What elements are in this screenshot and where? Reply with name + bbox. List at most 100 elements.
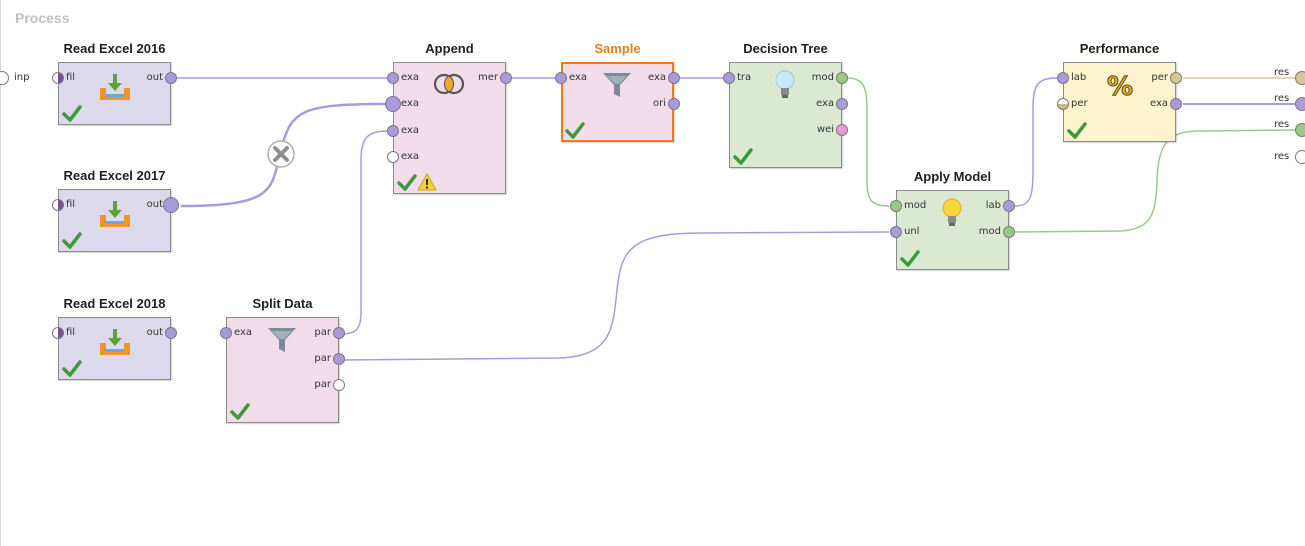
wire-apply-performance — [1014, 77, 1058, 207]
port-label: exa — [815, 98, 834, 109]
checkmark-icon — [230, 403, 250, 420]
port-label: exa — [569, 72, 588, 83]
port-label: tra — [737, 72, 752, 83]
funnel-icon — [603, 73, 631, 97]
operator-sample[interactable]: Sample exa exa ori — [555, 41, 680, 142]
import-arrow-icon — [100, 329, 130, 355]
port-label: out — [146, 327, 163, 338]
operator-apply-model[interactable]: Apply Model mod unl lab mod — [890, 169, 1015, 270]
output-port-mod[interactable] — [1003, 226, 1015, 238]
checkmark-icon — [733, 148, 753, 165]
port-label: lab — [1071, 72, 1087, 83]
output-port-per[interactable] — [1170, 72, 1182, 84]
output-port-wei[interactable] — [836, 124, 848, 136]
input-port-per[interactable] — [1057, 98, 1069, 110]
wire-split-apply — [342, 231, 890, 361]
output-port-mer[interactable] — [500, 72, 512, 84]
output-port-out[interactable] — [163, 197, 179, 213]
operator-title: Append — [425, 41, 474, 56]
output-port-mod[interactable] — [836, 72, 848, 84]
port-label: exa — [1149, 98, 1168, 109]
input-port-fil[interactable] — [52, 199, 64, 211]
operator-title: Read Excel 2017 — [63, 168, 166, 183]
port-label: mod — [904, 200, 927, 211]
input-port-mod[interactable] — [890, 200, 902, 212]
input-port-exa-3[interactable] — [387, 125, 399, 137]
venn-icon — [433, 73, 465, 95]
port-label: fil — [66, 199, 76, 210]
input-port-fil[interactable] — [52, 72, 64, 84]
port-label: out — [146, 72, 163, 83]
port-label: mer — [477, 72, 498, 83]
process-input-port[interactable] — [0, 71, 9, 85]
port-label: exa — [401, 72, 420, 83]
output-port-par-2[interactable] — [333, 353, 345, 365]
result-port-2[interactable] — [1295, 97, 1305, 111]
operator-title: Read Excel 2016 — [63, 41, 166, 56]
port-label: per — [1151, 72, 1168, 83]
port-label: par — [314, 327, 331, 338]
funnel-icon — [268, 328, 296, 352]
lightbulb-icon — [775, 70, 795, 98]
input-port-tra[interactable] — [723, 72, 735, 84]
port-label: exa — [401, 151, 420, 162]
checkmark-icon — [900, 250, 920, 267]
result-port-4[interactable] — [1295, 150, 1305, 164]
input-port-exa-2[interactable] — [385, 96, 401, 112]
port-label: mod — [811, 72, 834, 83]
operator-append[interactable]: Append exa exa exa exa mer — [385, 41, 512, 194]
input-port-fil[interactable] — [52, 327, 64, 339]
operator-decision-tree[interactable]: Decision Tree tra mod exa wei — [723, 41, 848, 168]
port-label: out — [146, 199, 163, 210]
output-port-out[interactable] — [165, 72, 177, 84]
port-label: lab — [985, 200, 1001, 211]
import-arrow-icon — [100, 201, 130, 227]
svg-text:%: % — [1107, 72, 1133, 101]
operator-split-data[interactable]: Split Data exa par par par — [220, 296, 345, 423]
input-port-exa[interactable] — [555, 72, 567, 84]
wire-tree-apply — [846, 77, 890, 207]
input-port-unl[interactable] — [890, 226, 902, 238]
output-port-lab[interactable] — [1003, 200, 1015, 212]
port-label: mod — [978, 226, 1001, 237]
output-port-exa[interactable] — [668, 72, 680, 84]
port-label: par — [314, 353, 331, 364]
checkmark-icon — [62, 360, 82, 377]
operator-title: Decision Tree — [743, 41, 828, 56]
output-port-out[interactable] — [165, 327, 177, 339]
result-port-3[interactable] — [1295, 123, 1305, 137]
warning-icon[interactable] — [417, 173, 437, 191]
process-input-label: inp — [14, 72, 30, 83]
operator-title: Apply Model — [913, 169, 992, 184]
output-port-ori[interactable] — [668, 98, 680, 110]
operator-performance[interactable]: Performance lab per per exa % — [1057, 41, 1182, 142]
input-port-exa-1[interactable] — [387, 72, 399, 84]
port-label: exa — [647, 72, 666, 83]
input-port-exa[interactable] — [220, 327, 232, 339]
port-label: fil — [66, 72, 76, 83]
result-port-1[interactable] — [1295, 71, 1305, 85]
process-label: Process — [15, 10, 70, 26]
checkmark-icon — [62, 105, 82, 122]
percent-icon: % — [1106, 72, 1133, 102]
output-port-par-1[interactable] — [333, 327, 345, 339]
operator-title: Performance — [1079, 41, 1160, 56]
input-port-lab[interactable] — [1057, 72, 1069, 84]
input-port-exa-4[interactable] — [387, 151, 399, 163]
port-label: per — [1071, 98, 1088, 109]
output-port-par-3[interactable] — [333, 379, 345, 391]
operator-read-excel-2017[interactable]: Read Excel 2017 fil out — [52, 168, 179, 252]
operator-title: Split Data — [252, 296, 313, 311]
import-arrow-icon — [100, 74, 130, 100]
result-label: res — [1274, 151, 1290, 162]
output-port-exa[interactable] — [836, 98, 848, 110]
port-label: exa — [401, 98, 420, 109]
operator-read-excel-2016[interactable]: Read Excel 2016 fil out — [52, 41, 177, 125]
disconnect-x-icon[interactable] — [266, 139, 296, 169]
port-label: fil — [66, 327, 76, 338]
checkmark-icon — [1067, 122, 1087, 139]
operator-read-excel-2018[interactable]: Read Excel 2018 fil out — [52, 296, 177, 380]
output-port-exa[interactable] — [1170, 98, 1182, 110]
